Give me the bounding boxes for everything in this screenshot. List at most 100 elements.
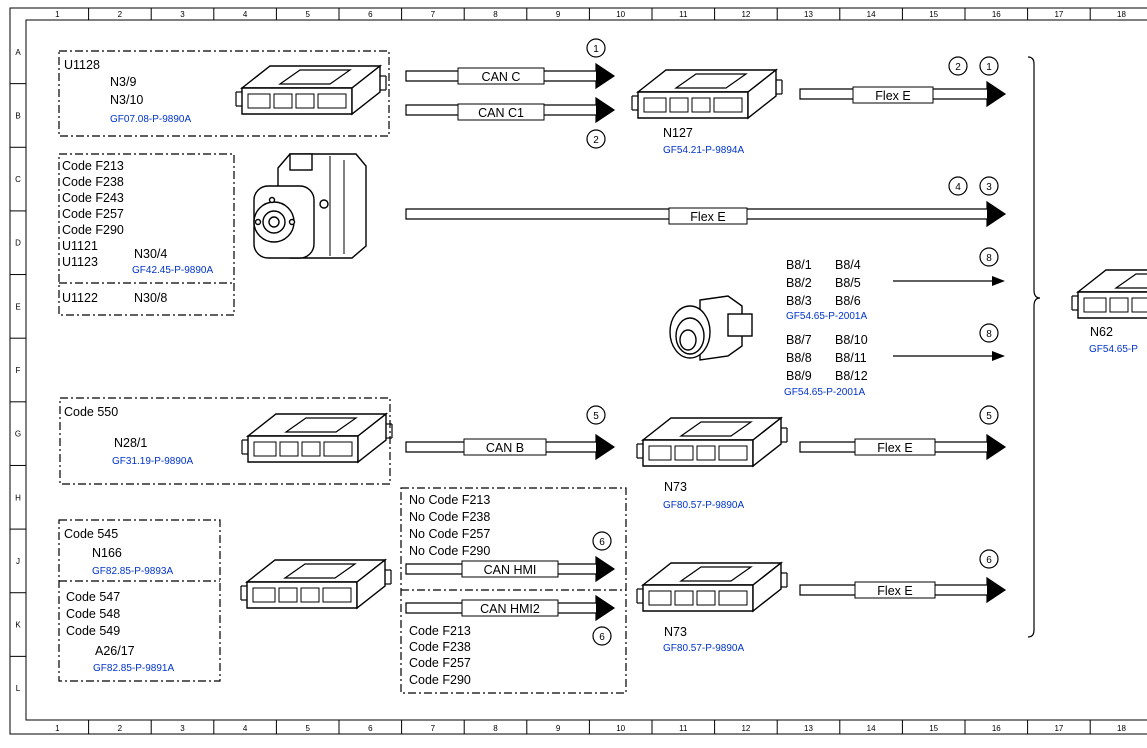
component-label: A26/17	[95, 644, 135, 658]
sensor-label: B8/12	[835, 369, 868, 383]
grid-column-label: 10	[616, 10, 625, 19]
code-label: U1123	[62, 255, 98, 269]
grid-column-label: 12	[741, 10, 750, 19]
svg-text:CAN HMI2: CAN HMI2	[480, 602, 540, 616]
module-label: N127	[663, 126, 693, 140]
svg-text:3: 3	[986, 182, 992, 193]
grid-column-label: 7	[431, 10, 436, 19]
svg-text:8: 8	[986, 329, 992, 340]
grid-column-label: 15	[929, 10, 938, 19]
circle-marker: 6	[592, 531, 612, 551]
grid-row-label: J	[16, 557, 20, 566]
grid-row-label: B	[15, 111, 20, 120]
bus-flex-e: Flex E	[799, 576, 1007, 604]
bus-can-c1: CAN C1	[405, 96, 616, 124]
code-label: Code F257	[62, 207, 124, 221]
document-ref: GF80.57-P-9890A	[663, 500, 744, 511]
sensor-label: B8/4	[835, 258, 861, 272]
component-label: N3/9	[110, 75, 136, 89]
circle-marker: 3	[979, 176, 999, 196]
grid-column-label: 7	[431, 724, 436, 733]
sensor-label: B8/2	[786, 276, 812, 290]
code-label: No Code F213	[409, 493, 490, 507]
code-label: Code F290	[62, 223, 124, 237]
module-label: N73	[664, 625, 687, 639]
svg-text:5: 5	[986, 411, 992, 422]
grid-column-label: 17	[1054, 10, 1063, 19]
sensor-label: B8/1	[786, 258, 812, 272]
grid-column-label: 13	[804, 10, 813, 19]
svg-text:2: 2	[593, 135, 599, 146]
grid-column-label: 18	[1117, 10, 1126, 19]
sensor-label: B8/11	[835, 351, 867, 365]
circle-marker: 1	[979, 56, 999, 76]
grid-column-label: 9	[556, 10, 561, 19]
bus-label: CAN C1	[478, 106, 524, 120]
document-ref: GF82.85-P-9891A	[93, 663, 174, 674]
code-label: No Code F238	[409, 510, 490, 524]
component-label: N30/8	[134, 291, 167, 305]
grid-row-label: D	[15, 239, 21, 248]
grid-row-label: C	[15, 175, 21, 184]
block-code550	[59, 397, 391, 485]
sensor-label: B8/10	[835, 333, 868, 347]
bus-can-hmi: CAN HMI	[405, 555, 616, 583]
frame-inner	[25, 19, 1147, 721]
code-label: Code F243	[62, 191, 124, 205]
grid-column-label: 8	[493, 10, 498, 19]
svg-text:5: 5	[593, 411, 599, 422]
code-label: Code 548	[66, 607, 120, 621]
sensor-label: B8/5	[835, 276, 861, 290]
code-label: Code 547	[66, 590, 120, 604]
grid-column-label: 16	[992, 10, 1001, 19]
circle-marker: 2	[586, 129, 606, 149]
sensor-label: B8/7	[786, 333, 812, 347]
control-unit-icon	[636, 562, 788, 612]
sensor-label: B8/8	[786, 351, 812, 365]
grid-column-label: 1	[55, 10, 60, 19]
block-u1128	[58, 50, 390, 137]
code-label: U1121	[62, 239, 98, 253]
grid-column-label: 11	[679, 10, 688, 19]
grid-row-label: L	[16, 684, 21, 693]
grid-column-label: 6	[368, 724, 373, 733]
svg-text:Flex E: Flex E	[690, 210, 725, 224]
code-label: Code F290	[409, 673, 471, 687]
grid-column-label: 14	[867, 10, 876, 19]
grid-row-label: K	[15, 621, 21, 630]
grid-column-label: 15	[929, 724, 938, 733]
grid-row-label: E	[15, 302, 20, 311]
grid-column-label: 12	[741, 724, 750, 733]
circle-marker: 2	[948, 56, 968, 76]
control-unit-icon	[241, 413, 393, 463]
sensor-label: B8/9	[786, 369, 812, 383]
code-label: Code F238	[62, 175, 124, 189]
bus-can-b: CAN B	[405, 433, 616, 461]
grid-column-label: 8	[493, 724, 498, 733]
block-code545	[58, 519, 221, 682]
grid-column-label: 16	[992, 724, 1001, 733]
svg-text:6: 6	[599, 537, 605, 548]
sensor-label: B8/6	[835, 294, 861, 308]
grid-row-label: F	[16, 366, 21, 375]
control-unit-icon	[631, 69, 783, 119]
block-codes-f	[58, 153, 235, 316]
grid-column-label: 1	[55, 724, 60, 733]
grid-column-label: 5	[305, 10, 310, 19]
grid-column-label: 2	[118, 10, 123, 19]
grid-column-label: 4	[243, 10, 248, 19]
circle-marker: 8	[979, 323, 999, 343]
block-code: U1128	[64, 58, 100, 72]
circle-marker: 8	[979, 247, 999, 267]
grid-column-label: 3	[180, 10, 185, 19]
parking-sensor-icon	[669, 295, 753, 361]
grid-column-label: 2	[118, 724, 123, 733]
code-label: Code F213	[62, 159, 124, 173]
code-label: No Code F257	[409, 527, 490, 541]
code-label: Code F238	[409, 640, 471, 654]
circle-marker: 4	[948, 176, 968, 196]
code-label: No Code F290	[409, 544, 490, 558]
bus-flex-e-long: Flex E	[405, 200, 1007, 228]
svg-text:Flex E: Flex E	[877, 441, 912, 455]
